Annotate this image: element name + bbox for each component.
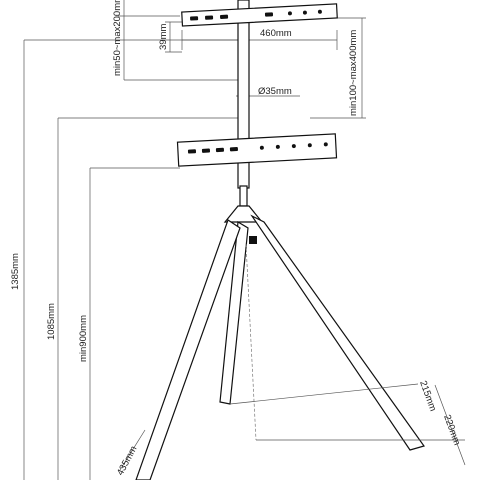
dim-line-leg-span	[434, 384, 466, 466]
pole-collar	[239, 185, 248, 207]
dim-line-leg-435	[119, 429, 146, 471]
plumb-line	[245, 243, 257, 441]
label-pole-diameter: Ø35mm	[258, 86, 292, 97]
label-leg-span-b: 220mm	[441, 413, 462, 447]
label-upper-offset: min50~max200mm	[112, 0, 123, 76]
label-leg-span-a: 215mm	[417, 379, 438, 413]
label-leg-span-c: 435mm	[115, 444, 140, 477]
lower-bracket	[176, 133, 338, 167]
label-total-height: 1385mm	[10, 253, 21, 290]
tripod-leg-right	[250, 214, 425, 451]
label-mid-height: 1085mm	[46, 303, 57, 340]
label-bracket-width: 460mm	[260, 28, 292, 39]
label-bracket-spacing: min100~max400mm	[348, 30, 359, 116]
upper-bracket	[181, 3, 338, 27]
floor-line-back	[229, 383, 419, 405]
label-min-height: min900mm	[78, 315, 89, 362]
label-bracket-thickness: 39mm	[158, 24, 169, 50]
tripod-leg-left	[135, 219, 241, 480]
